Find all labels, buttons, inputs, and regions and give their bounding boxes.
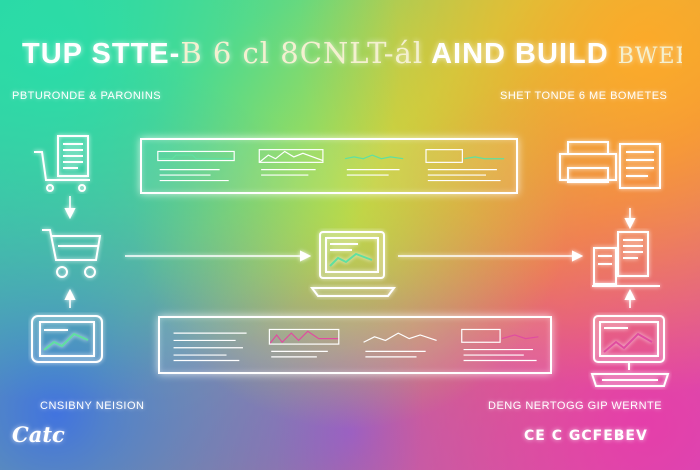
bottom-panel-chart-2	[264, 324, 346, 366]
title-part-4: BWEBITE	[617, 44, 682, 69]
document-server-icon	[592, 231, 660, 287]
caption-right: DENG NERTOGG GIP WERNTE	[488, 400, 663, 412]
bottom-panel-chart-1	[168, 324, 254, 366]
tablet-icon	[31, 315, 103, 363]
subtitle-right: SHET TONDE 6 ME BOMETES	[500, 90, 668, 102]
bottom-panel-chart-4	[456, 324, 546, 366]
desktop-monitor-icon	[590, 315, 670, 387]
title-part-3: AIND BUILD	[431, 38, 609, 70]
top-panel-chart-2	[254, 146, 330, 186]
top-panel-chart-4	[420, 146, 512, 186]
title-part-1: TUP STTE-	[22, 38, 181, 70]
top-panel-chart-3	[340, 146, 410, 186]
page-title: TUP STTE-B 6 cl 8CNLT-ál AIND BUILD BWEB…	[22, 36, 682, 71]
footer-logo-left: Catc	[12, 422, 65, 447]
bottom-panel-chart-3	[358, 324, 444, 366]
top-panel-chart-1	[152, 146, 240, 186]
bottom-website-panel	[158, 316, 552, 374]
laptop-icon	[310, 231, 396, 297]
top-website-panel	[140, 138, 518, 194]
title-part-2: B 6 cl 8CNLT-ál	[180, 36, 424, 70]
shopping-cart-icon	[42, 229, 102, 278]
subtitle-left: PBTURONDE & PARONINS	[12, 90, 162, 102]
footer-logo-right: CE C GCFEBEV	[524, 428, 648, 444]
document-cart-icon	[34, 135, 90, 192]
printer-icon	[559, 141, 661, 189]
caption-left: CNSIBNY NEISION	[40, 400, 145, 412]
